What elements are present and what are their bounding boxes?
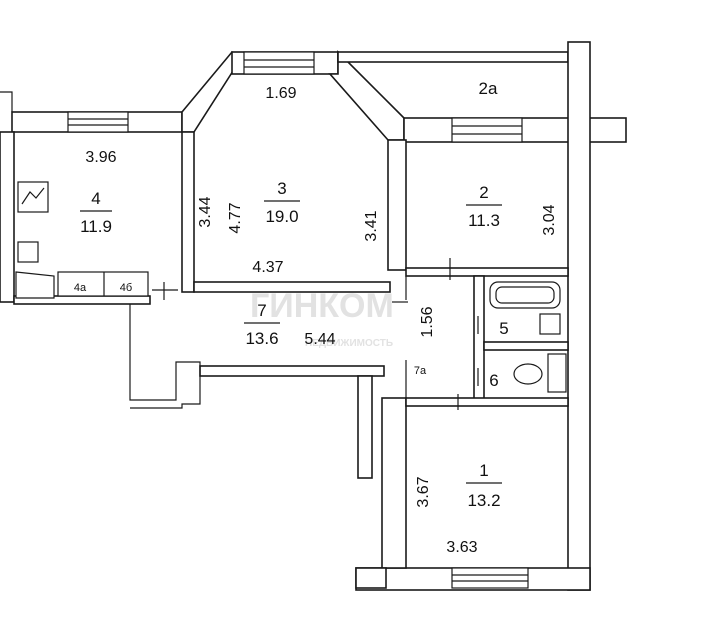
- dim-1-56: 1.56: [419, 306, 436, 337]
- wc-cistern: [547, 353, 567, 393]
- wall-bath-left: [473, 275, 485, 403]
- dim-5-44: 5.44: [304, 331, 335, 348]
- wall-wc-room1: [405, 397, 569, 407]
- kitchen-sink: [17, 241, 39, 263]
- closets-4a-4b: [57, 271, 149, 297]
- watermark-sub: НЕДВИЖИМОСТЬ: [305, 338, 393, 349]
- room-6-number: 6: [489, 371, 498, 390]
- stove-burner: [21, 187, 45, 205]
- room-7-number: 7: [257, 301, 266, 320]
- windows: [67, 51, 529, 589]
- left-stub-wall: [0, 91, 13, 112]
- room-1-area: 13.2: [467, 491, 500, 510]
- dim-4-37: 4.37: [252, 259, 283, 276]
- door-marks: [152, 258, 479, 410]
- fixtures: [15, 181, 567, 393]
- bathtub-inner: [495, 286, 555, 304]
- room-3-area: 19.0: [265, 207, 298, 226]
- room-1-number: 1: [479, 461, 488, 480]
- bay-right-wall: [328, 50, 405, 141]
- bathroom-sink: [539, 313, 561, 335]
- dim-4-77: 4.77: [227, 202, 244, 233]
- window-room3: [243, 51, 315, 75]
- dim-3-96: 3.96: [85, 149, 116, 166]
- stove: [17, 181, 49, 213]
- room-4a-number: 4а: [74, 282, 87, 294]
- corridor-bottom-wall: [199, 365, 385, 377]
- top-right-wall: [337, 51, 569, 63]
- watermark: ГИНКОМ НЕДВИЖИМОСТЬ: [250, 287, 394, 349]
- dim-3-67: 3.67: [415, 476, 432, 507]
- wall-4-3: [181, 131, 195, 293]
- window-room2: [451, 117, 523, 143]
- watermark-brand: ГИНКОМ: [250, 287, 394, 325]
- window-room4: [67, 111, 129, 133]
- corridor-pillar: [357, 375, 373, 479]
- room-7-area: 13.6: [245, 329, 278, 348]
- room-labels: 4 11.9 3 19.0 2 11.3 7 13.6 1 13.2 2а 4а…: [74, 79, 509, 510]
- dim-3-44: 3.44: [197, 196, 214, 227]
- room-4-number: 4: [91, 189, 100, 208]
- room-2-number: 2: [479, 183, 488, 202]
- room-4-area: 11.9: [80, 217, 112, 236]
- dim-3-04: 3.04: [541, 204, 558, 235]
- room-5-number: 5: [499, 319, 508, 338]
- kitchen-counter: [15, 271, 55, 299]
- interior-walls: [13, 131, 569, 479]
- room4-left-wall: [0, 131, 15, 303]
- room-3-number: 3: [277, 179, 286, 198]
- wall-2-bath: [405, 267, 569, 277]
- bay-left-wall: [181, 50, 242, 133]
- dim-3-63: 3.63: [446, 539, 477, 556]
- toilet-bowl: [513, 363, 543, 385]
- dim-3-41: 3.41: [363, 210, 380, 241]
- room-7a-number: 7а: [414, 365, 427, 377]
- wall-3-2: [387, 139, 407, 271]
- right-wall: [567, 41, 591, 591]
- room1-left-wall: [381, 397, 407, 569]
- room-2-area: 11.3: [468, 211, 500, 230]
- room-2a-number: 2а: [479, 79, 498, 98]
- window-room1: [451, 567, 529, 589]
- wall-3-7: [193, 281, 391, 293]
- dim-1-69: 1.69: [265, 85, 296, 102]
- room1-corner: [355, 567, 387, 589]
- dimension-labels: 3.96 1.69 3.44 4.77 3.41 4.37 3.04 1.56 …: [85, 85, 558, 556]
- entry-niche: [129, 304, 201, 409]
- wall-bath-wc: [483, 341, 569, 351]
- room-4b-number: 4б: [120, 282, 132, 294]
